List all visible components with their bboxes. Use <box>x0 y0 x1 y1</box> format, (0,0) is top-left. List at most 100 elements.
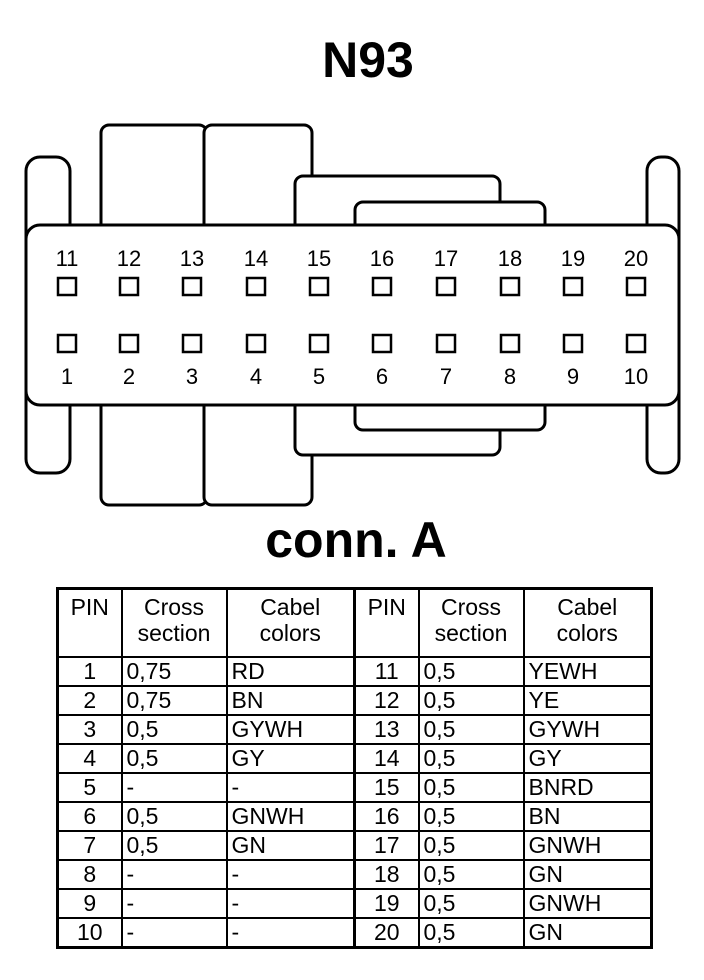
cell-cable-color-right: GN <box>522 858 653 890</box>
cell-cable-color-right: GYWH <box>522 713 653 745</box>
cell-cross-section-right: 0,5 <box>417 713 525 745</box>
cell-cable-color-right: GNWH <box>522 829 653 861</box>
cell-cross-section-right: 0,5 <box>417 858 525 890</box>
pin-socket-top <box>181 276 203 297</box>
connector-subtitle: conn. A <box>265 512 447 568</box>
pin-label-top: 15 <box>307 246 331 271</box>
pin-socket-bottom <box>56 333 78 354</box>
cell-pin-right: 19 <box>353 887 420 919</box>
cell-cable-color-right: BNRD <box>522 771 653 803</box>
cell-cross-section-left: 0,75 <box>120 684 228 716</box>
pin-label-bottom: 1 <box>61 364 73 389</box>
cell-cross-section-left: 0,5 <box>120 800 228 832</box>
pin-socket-bottom <box>308 333 330 354</box>
pin-label-bottom: 6 <box>376 364 388 389</box>
pin-socket-top <box>371 276 393 297</box>
cell-pin-right: 20 <box>353 916 420 949</box>
pin-socket-top <box>625 276 647 297</box>
pin-socket-top <box>562 276 584 297</box>
pin-socket-top <box>499 276 521 297</box>
cell-cable-color-left: BN <box>225 684 356 716</box>
header-pin-right: PIN <box>353 587 420 658</box>
cell-pin-right: 16 <box>353 800 420 832</box>
cell-pin-right: 13 <box>353 713 420 745</box>
cell-cable-color-left: GYWH <box>225 713 356 745</box>
cell-cable-color-right: BN <box>522 800 653 832</box>
pin-socket-top <box>245 276 267 297</box>
cell-cross-section-right: 0,5 <box>417 887 525 919</box>
cell-cross-section-right: 0,5 <box>417 829 525 861</box>
pin-socket-top <box>435 276 457 297</box>
pin-label-top: 18 <box>498 246 522 271</box>
pin-label-bottom: 10 <box>624 364 648 389</box>
pin-label-bottom: 9 <box>567 364 579 389</box>
cell-cross-section-left: - <box>120 887 228 919</box>
pin-label-top: 11 <box>56 246 79 271</box>
cell-cable-color-left: GY <box>225 742 356 774</box>
pin-socket-bottom <box>499 333 521 354</box>
cell-pin-right: 17 <box>353 829 420 861</box>
pin-label-top: 19 <box>561 246 585 271</box>
pin-label-top: 13 <box>180 246 204 271</box>
pin-socket-bottom <box>371 333 393 354</box>
cell-cable-color-left: GN <box>225 829 356 861</box>
cell-pin-left: 8 <box>56 858 123 890</box>
pin-socket-bottom <box>625 333 647 354</box>
pin-label-bottom: 4 <box>250 364 262 389</box>
pin-label-bottom: 7 <box>440 364 452 389</box>
cell-cross-section-right: 0,5 <box>417 742 525 774</box>
cell-cable-color-left: - <box>225 916 356 949</box>
cell-pin-right: 14 <box>353 742 420 774</box>
pin-label-top: 16 <box>370 246 394 271</box>
cell-cross-section-right: 0,5 <box>417 916 525 949</box>
cell-cable-color-right: GNWH <box>522 887 653 919</box>
cell-cable-color-left: RD <box>225 656 356 687</box>
cell-cross-section-left: 0,75 <box>120 656 228 687</box>
pin-socket-bottom <box>435 333 457 354</box>
cell-cross-section-left: - <box>120 858 228 890</box>
cell-pin-left: 1 <box>56 656 123 687</box>
pin-socket-top <box>56 276 78 297</box>
pin-socket-bottom <box>181 333 203 354</box>
pin-socket-top <box>308 276 330 297</box>
cell-pin-left: 9 <box>56 887 123 919</box>
cell-pin-right: 12 <box>353 684 420 716</box>
connector-title: N93 <box>322 32 414 88</box>
cell-cross-section-left: 0,5 <box>120 829 228 861</box>
cell-cross-section-right: 0,5 <box>417 771 525 803</box>
header-pin-left: PIN <box>56 587 123 658</box>
cell-cross-section-right: 0,5 <box>417 656 525 687</box>
pin-socket-bottom <box>118 333 140 354</box>
cell-cross-section-left: - <box>120 771 228 803</box>
pin-socket-bottom <box>562 333 584 354</box>
cell-pin-left: 7 <box>56 829 123 861</box>
cell-pin-left: 3 <box>56 713 123 745</box>
pin-label-top: 12 <box>117 246 141 271</box>
cell-pin-left: 2 <box>56 684 123 716</box>
cell-cross-section-left: 0,5 <box>120 713 228 745</box>
cell-pin-left: 6 <box>56 800 123 832</box>
cell-cross-section-right: 0,5 <box>417 800 525 832</box>
cell-pin-right: 18 <box>353 858 420 890</box>
connector-body <box>24 223 681 407</box>
pin-label-bottom: 3 <box>186 364 198 389</box>
cell-cable-color-left: - <box>225 858 356 890</box>
cell-pin-right: 15 <box>353 771 420 803</box>
cell-cross-section-left: - <box>120 916 228 949</box>
cell-pin-left: 5 <box>56 771 123 803</box>
pin-socket-bottom <box>245 333 267 354</box>
